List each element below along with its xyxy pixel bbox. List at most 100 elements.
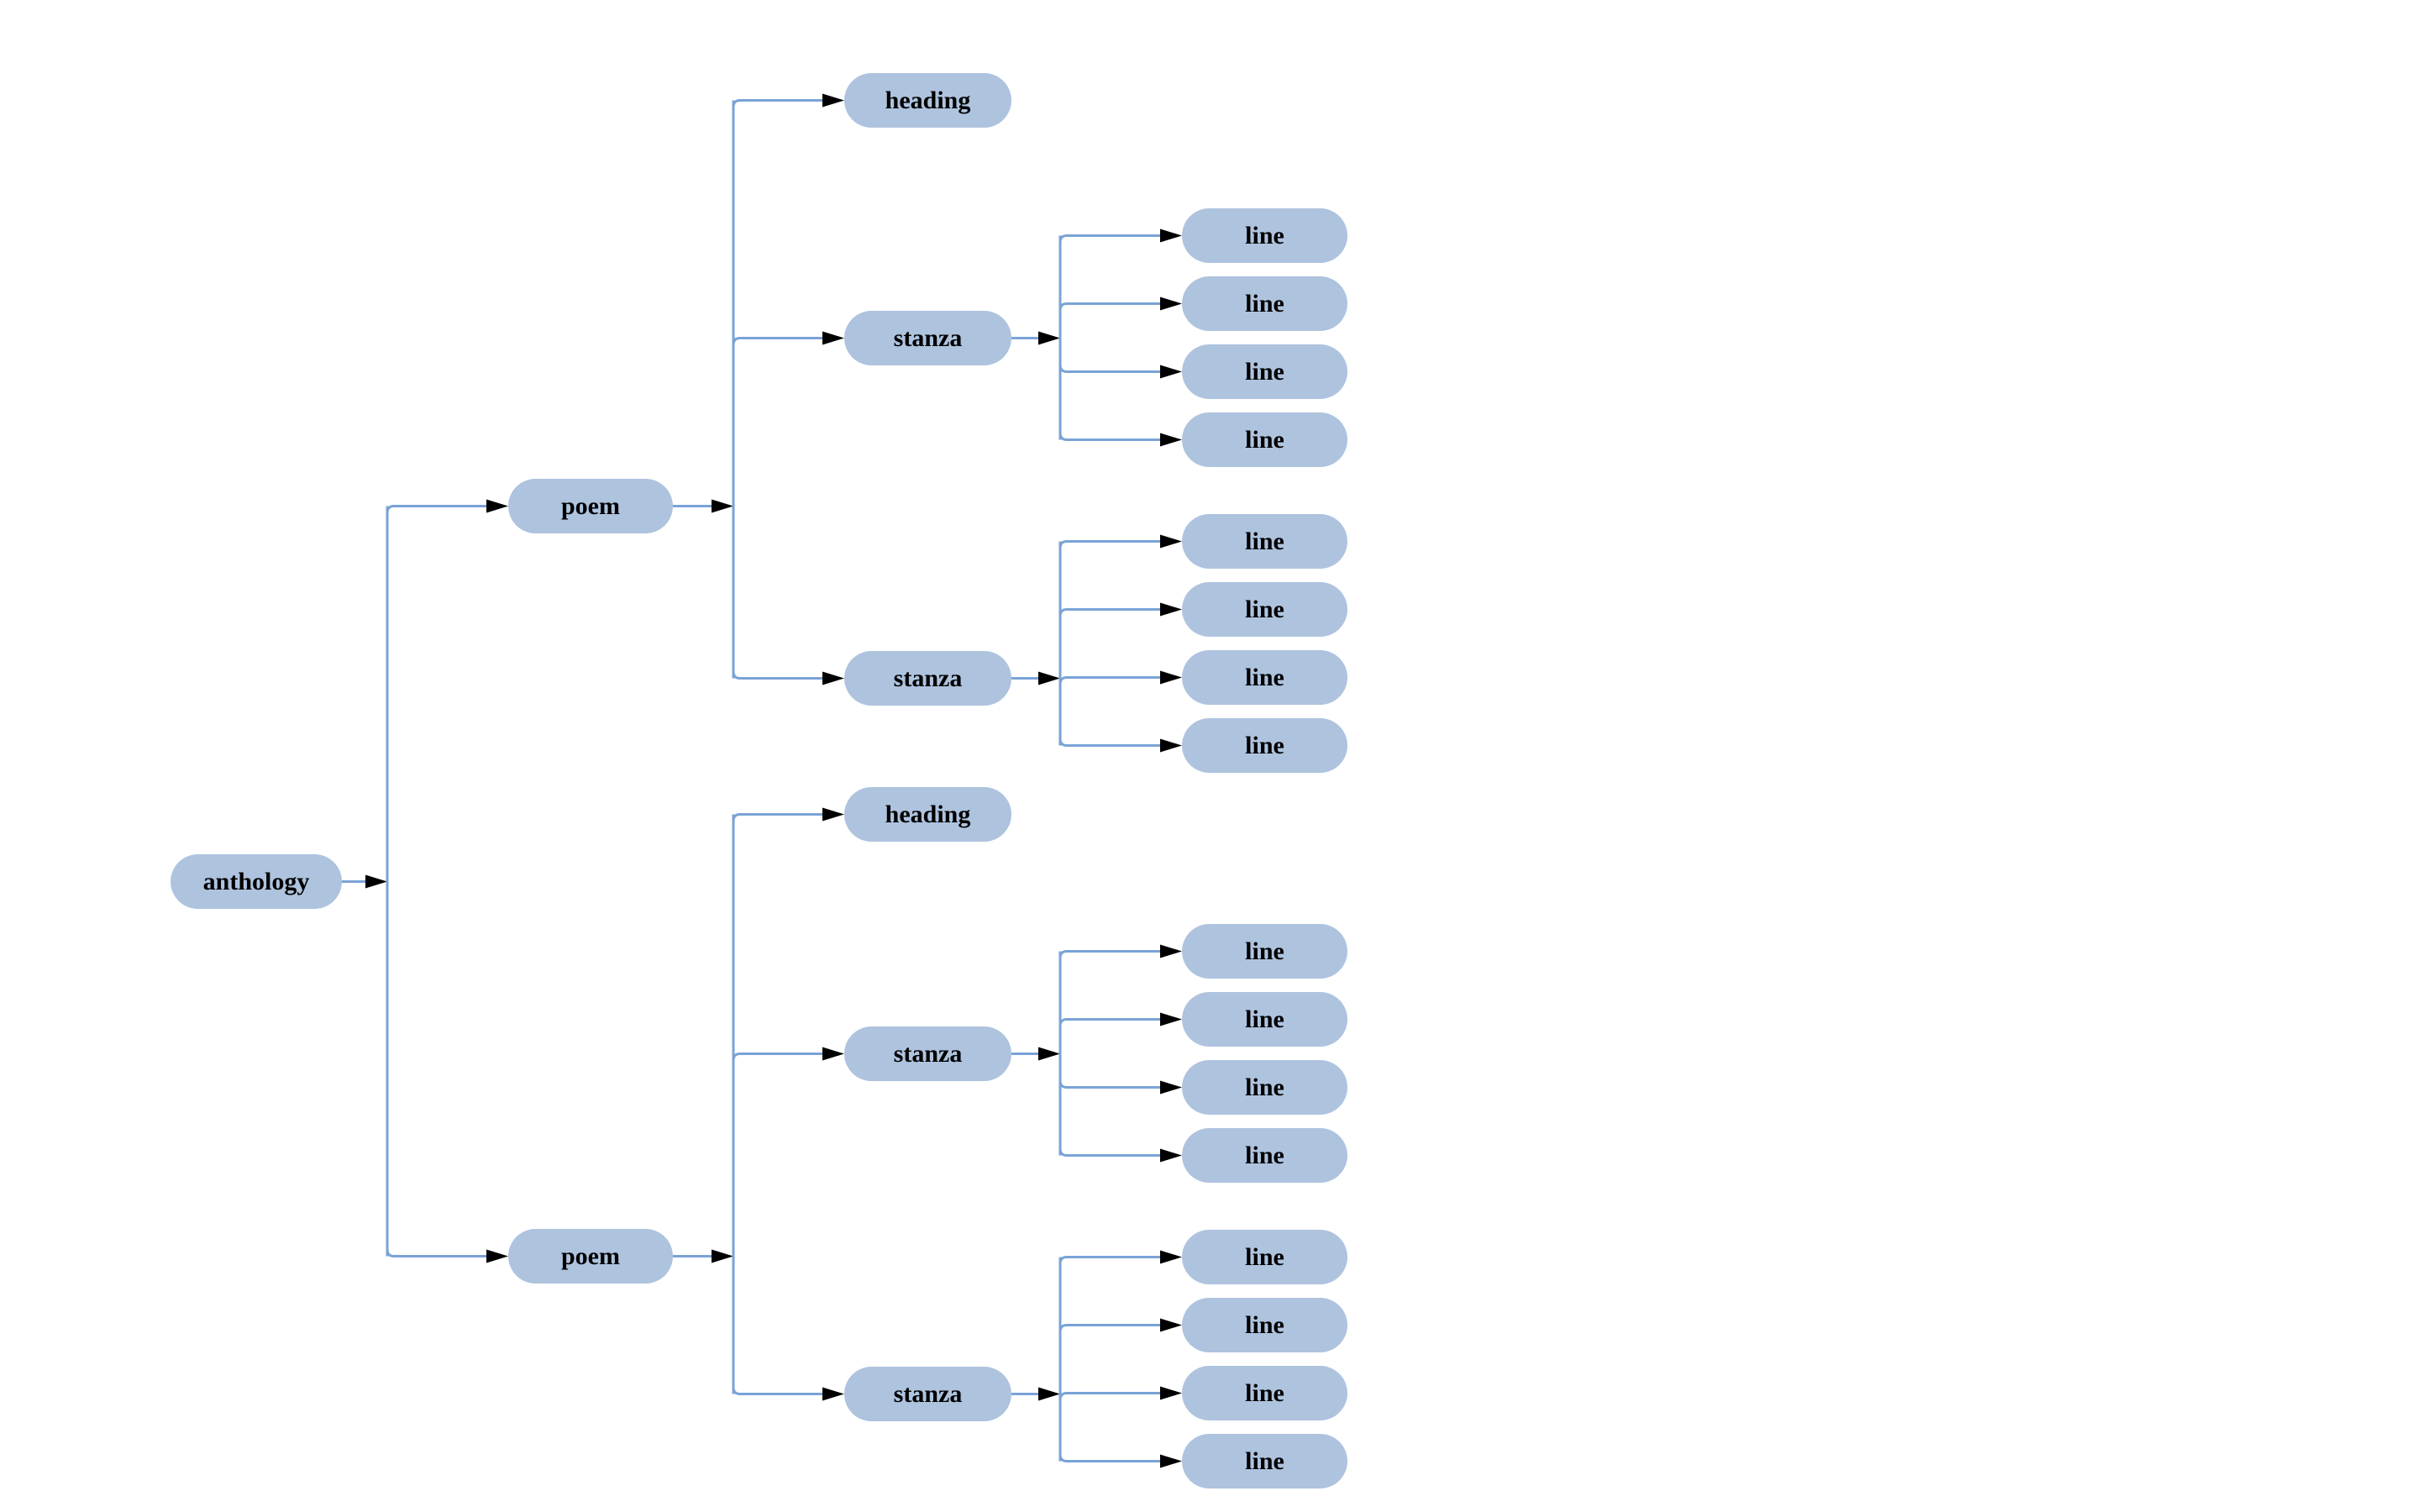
edge-branch-stanza2b-line2b1 [1058,1256,1160,1264]
arrowhead-into-bus-stanza1a [1038,331,1060,345]
edge-branch-stanza2b-line2b2 [1058,1324,1160,1332]
edge-branch-poem2-heading2 [732,813,822,822]
node-label-line2b2: line [1245,1310,1284,1339]
node-heading2[interactable]: heading [844,787,1011,842]
arrowhead-into-bus-poem1 [712,499,733,513]
edge-branch-stanza2b-line2b3 [1058,1392,1160,1400]
arrowhead-into-stanza1b-1-2 [822,671,844,685]
edge-branch-stanza2a-line2a1 [1058,950,1160,958]
edge-branch-stanza1b-line1b3 [1058,676,1160,685]
edge-branch-stanza2a-line2a2 [1058,1018,1160,1026]
edge-branch-poem1-stanza1a [732,337,822,345]
arrowhead-into-bus-poem2 [712,1249,733,1263]
arrowhead-into-line1b4-4-3 [1160,738,1182,753]
node-label-stanza1a: stanza [893,323,963,352]
arrowhead-into-line1a1-3-0 [1160,228,1182,243]
node-label-line1b1: line [1245,527,1284,555]
edge-branch-stanza1b-line1b1 [1058,540,1160,549]
arrowhead-into-stanza2b-2-2 [822,1387,844,1401]
arrowhead-into-line2b4-6-3 [1160,1454,1182,1468]
node-label-stanza2a: stanza [893,1039,963,1068]
node-stanza2a[interactable]: stanza [844,1026,1011,1081]
edge-branch-anthology-poem1 [386,505,486,513]
arrowhead-into-line1b3-4-2 [1160,670,1182,685]
node-label-line2b1: line [1245,1242,1284,1271]
edge-branch-poem1-stanza1b [732,671,822,680]
arrowhead-into-stanza1a-1-1 [822,331,844,345]
arrowhead-into-line1b2-4-1 [1160,602,1182,617]
node-line2b1[interactable]: line [1182,1230,1347,1284]
arrowhead-into-bus-stanza2a [1038,1047,1060,1061]
edge-branch-stanza2a-line2a3 [1058,1080,1160,1089]
node-line1a4[interactable]: line [1182,412,1347,467]
arrowhead-into-heading1-1-0 [822,93,844,108]
edge-branch-stanza1a-line1a2 [1058,302,1160,311]
node-line2a2[interactable]: line [1182,992,1347,1047]
node-label-stanza2b: stanza [893,1379,963,1408]
edge-branch-stanza1b-line1b4 [1058,738,1160,747]
arrowhead-into-bus-stanza1b [1038,671,1060,685]
node-line1a3[interactable]: line [1182,344,1347,399]
node-label-line1b2: line [1245,595,1284,623]
arrowhead-into-line2a1-5-0 [1160,944,1182,958]
node-stanza1a[interactable]: stanza [844,311,1011,365]
node-label-anthology: anthology [202,867,310,895]
arrowhead-into-line1a3-3-2 [1160,365,1182,379]
arrowhead-into-poem1-0-0 [486,499,508,513]
edge-branch-poem2-stanza2b [732,1387,822,1395]
node-line2a4[interactable]: line [1182,1128,1347,1183]
edge-branch-stanza1a-line1a4 [1058,433,1160,441]
node-line1a2[interactable]: line [1182,276,1347,331]
node-label-line2a2: line [1245,1005,1284,1033]
node-line2b3[interactable]: line [1182,1366,1347,1420]
arrowhead-into-heading2-2-0 [822,807,844,822]
arrowhead-into-line2b1-6-0 [1160,1250,1182,1264]
node-line2a1[interactable]: line [1182,924,1347,979]
node-stanza1b[interactable]: stanza [844,651,1011,706]
arrowhead-into-poem2-0-1 [486,1249,508,1263]
node-heading1[interactable]: heading [844,73,1011,128]
edge-branch-anthology-poem2 [386,1249,486,1257]
node-label-line1a2: line [1245,289,1284,318]
edge-branch-stanza1a-line1a3 [1058,365,1160,373]
node-line2b4[interactable]: line [1182,1434,1347,1488]
node-label-line2b3: line [1245,1378,1284,1407]
arrowhead-into-stanza2a-2-1 [822,1047,844,1061]
edge-branch-stanza1a-line1a1 [1058,234,1160,243]
node-line1b4[interactable]: line [1182,718,1347,773]
node-line1a1[interactable]: line [1182,208,1347,263]
edge-branch-stanza1b-line1b2 [1058,608,1160,617]
arrowhead-into-line2b3-6-2 [1160,1386,1182,1400]
node-label-heading2: heading [885,800,971,828]
node-label-line2a1: line [1245,937,1284,965]
node-label-poem2: poem [561,1242,620,1270]
node-line2b2[interactable]: line [1182,1298,1347,1352]
node-label-line1a4: line [1245,425,1284,454]
node-poem1[interactable]: poem [508,479,673,533]
node-label-line1a1: line [1245,221,1284,249]
edge-branch-poem2-stanza2a [732,1053,822,1061]
arrowhead-into-line1a2-3-1 [1160,297,1182,311]
node-line1b1[interactable]: line [1182,514,1347,569]
node-anthology[interactable]: anthology [171,854,342,909]
node-label-stanza1b: stanza [893,664,963,692]
node-stanza2b[interactable]: stanza [844,1367,1011,1421]
edge-branch-stanza2a-line2a4 [1058,1148,1160,1157]
node-label-line2a3: line [1245,1073,1284,1101]
node-label-line1b3: line [1245,663,1284,691]
arrowhead-into-bus-stanza2b [1038,1387,1060,1401]
arrowhead-into-line1a4-3-3 [1160,433,1182,447]
node-line2a3[interactable]: line [1182,1060,1347,1115]
arrowhead-into-line2a2-5-1 [1160,1012,1182,1026]
arrowhead-into-line2a4-5-3 [1160,1148,1182,1163]
arrowhead-into-line2b2-6-1 [1160,1318,1182,1332]
node-line1b2[interactable]: line [1182,582,1347,637]
arrowhead-into-bus-anthology [365,874,387,889]
edge-branch-stanza2b-line2b4 [1058,1454,1160,1462]
node-line1b3[interactable]: line [1182,650,1347,705]
node-label-line2a4: line [1245,1141,1284,1169]
node-label-poem1: poem [561,491,620,520]
arrowhead-into-line2a3-5-2 [1160,1080,1182,1095]
node-poem2[interactable]: poem [508,1229,673,1284]
